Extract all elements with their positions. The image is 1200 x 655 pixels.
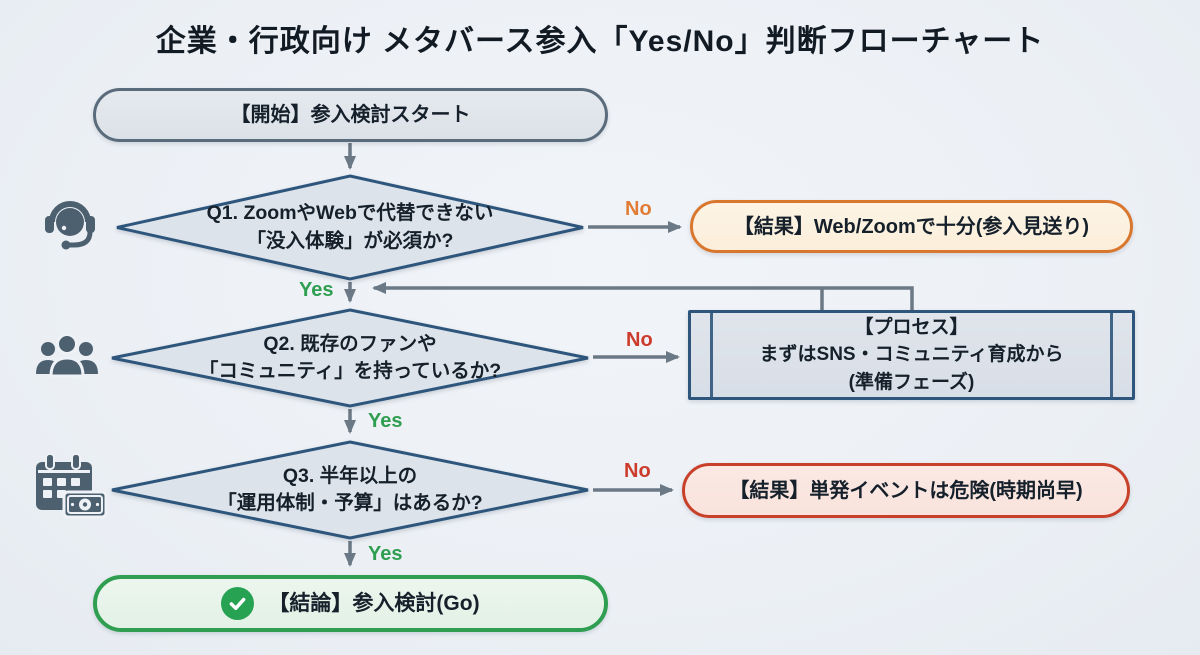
result-single-event-label: 【結果】単発イベントは危険(時期尚早) [729,479,1083,502]
q2-line2: 「コミュニティ」を持っているか? [198,360,502,382]
result-single-event-node: 【結果】単発イベントは危険(時期尚早) [682,463,1130,518]
q2-question-text: Q2. 既存のファンや 「コミュニティ」を持っているか? [108,308,592,408]
q3-no-label: No [624,460,651,482]
calendar-money-icon [28,452,108,526]
q3-yes-label: Yes [368,543,403,565]
process-line2: まずはSNS・コミュニティ育成から [759,344,1064,366]
process-inner-line-right [1110,313,1113,397]
process-node: 【プロセス】 まずはSNS・コミュニティ育成から (準備フェーズ) [688,310,1135,400]
headset-icon [42,194,98,252]
q2-decision-diamond: Q2. 既存のファンや 「コミュニティ」を持っているか? [108,308,592,408]
q2-no-label: No [626,329,653,351]
q2-line1: Q2. 既存のファンや [263,332,437,355]
q3-line1: Q3. 半年以上の [282,464,418,487]
q1-line1: Q1. ZoomやWebで代替できない [206,202,494,225]
q1-question-text: Q1. ZoomやWebで代替できない 「没入体験」が必須か? [113,174,587,281]
diamond-shape [116,174,584,281]
result-web-zoom-node: 【結果】Web/Zoomで十分(参入見送り) [690,200,1133,253]
feedback-line-process-to-main [372,282,914,310]
process-text: 【プロセス】 まずはSNS・コミュニティ育成から (準備フェーズ) [760,314,1064,397]
people-group-icon [34,330,100,386]
q1-line2: 「没入体験」が必須か? [246,229,454,252]
result-web-zoom-label: 【結果】Web/Zoomで十分(参入見送り) [733,215,1090,238]
diamond-shape [111,440,589,540]
q3-question-text: Q3. 半年以上の 「運用体制・予算」はあるか? [108,440,592,540]
diamond-shape [111,308,589,408]
q1-yes-label: Yes [299,279,334,301]
process-line3: (準備フェーズ) [848,371,975,393]
q1-no-label: No [625,198,652,220]
conclusion-label: 【結論】参入検討(Go) [268,591,480,615]
q3-decision-diamond: Q3. 半年以上の 「運用体制・予算」はあるか? [108,440,592,540]
q3-line2: 「運用体制・予算」はあるか? [217,492,483,514]
start-node: 【開始】参入検討スタート [93,88,608,142]
q2-yes-label: Yes [368,410,403,432]
process-inner-line-left [710,313,713,397]
conclusion-node: 【結論】参入検討(Go) [93,575,608,632]
q1-decision-diamond: Q1. ZoomやWebで代替できない 「没入体験」が必須か? [113,174,587,281]
start-node-label: 【開始】参入検討スタート [230,104,471,126]
page-title: 企業・行政向け メタバース参入「Yes/No」判断フローチャート [155,25,1045,58]
check-circle-icon [221,587,255,620]
process-line1: 【プロセス】 [854,316,969,338]
